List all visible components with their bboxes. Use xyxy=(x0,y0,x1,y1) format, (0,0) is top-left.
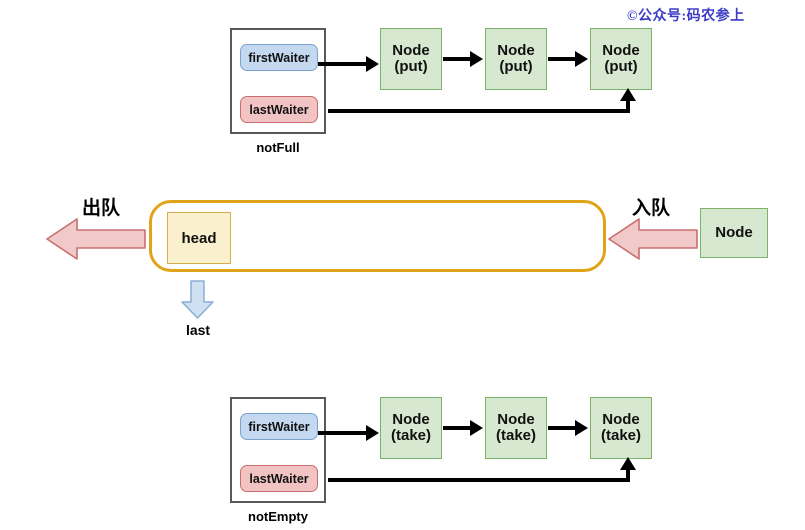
take-node-3-line2: (take) xyxy=(600,427,641,444)
take-node-2-line2: (take) xyxy=(495,427,536,444)
not-empty-last-waiter-vertical-line xyxy=(626,469,630,482)
last-pointer-arrow-icon xyxy=(181,280,214,319)
head-label: head xyxy=(181,229,217,247)
not-empty-first-waiter-label: firstWaiter xyxy=(248,419,310,434)
not-full-container-label: notFull xyxy=(256,140,300,155)
not-empty-container-label: notEmpty xyxy=(248,509,308,524)
not-empty-last-waiter-arrowhead-icon xyxy=(620,457,636,470)
incoming-node: Node xyxy=(700,208,768,258)
take-node-1-to-2-line xyxy=(443,426,472,430)
put-node-2: Node (put) xyxy=(485,28,547,90)
put-node-2-line2: (put) xyxy=(499,58,533,75)
put-node-3: Node (put) xyxy=(590,28,652,90)
enqueue-label: 入队 xyxy=(632,198,671,219)
not-empty-last-waiter-chip[interactable]: lastWaiter xyxy=(240,465,318,492)
not-empty-container: firstWaiter lastWaiter xyxy=(230,397,326,503)
take-node-3-line1: Node xyxy=(602,410,640,428)
not-full-first-waiter-chip[interactable]: firstWaiter xyxy=(240,44,318,71)
not-full-first-waiter-arrowhead-icon xyxy=(366,56,379,72)
not-full-last-waiter-label: lastWaiter xyxy=(249,102,309,117)
watermark-text: ©公众号:码农参上 xyxy=(627,9,745,24)
take-node-2-to-3-line xyxy=(548,426,577,430)
put-node-1: Node (put) xyxy=(380,28,442,90)
queue-container: head xyxy=(149,200,606,272)
put-node-3-line2: (put) xyxy=(604,58,638,75)
put-node-2-line1: Node xyxy=(497,41,535,59)
not-full-last-waiter-arrowhead-icon xyxy=(620,88,636,101)
take-node-2-line1: Node xyxy=(497,410,535,428)
not-full-first-waiter-label: firstWaiter xyxy=(248,50,310,65)
enqueue-arrow-icon xyxy=(608,218,698,260)
not-empty-first-waiter-connector-line xyxy=(318,431,368,435)
take-node-1: Node (take) xyxy=(380,397,442,459)
put-node-1-line2: (put) xyxy=(394,58,428,75)
take-node-3: Node (take) xyxy=(590,397,652,459)
head-box: head xyxy=(167,212,231,264)
not-full-first-waiter-connector-line xyxy=(318,62,368,66)
not-empty-last-waiter-horizontal-line xyxy=(328,478,630,482)
put-node-1-to-2-arrowhead-icon xyxy=(470,51,483,67)
dequeue-arrow-icon xyxy=(46,218,146,260)
not-empty-first-waiter-arrowhead-icon xyxy=(366,425,379,441)
take-node-2: Node (take) xyxy=(485,397,547,459)
put-node-2-to-3-line xyxy=(548,57,577,61)
put-node-1-line1: Node xyxy=(392,41,430,59)
not-full-last-waiter-horizontal-line xyxy=(328,109,630,113)
not-empty-first-waiter-chip[interactable]: firstWaiter xyxy=(240,413,318,440)
not-full-last-waiter-chip[interactable]: lastWaiter xyxy=(240,96,318,123)
put-node-2-to-3-arrowhead-icon xyxy=(575,51,588,67)
put-node-3-line1: Node xyxy=(602,41,640,59)
take-node-2-to-3-arrowhead-icon xyxy=(575,420,588,436)
incoming-node-label: Node xyxy=(715,223,753,241)
last-label: last xyxy=(185,322,211,338)
take-node-1-to-2-arrowhead-icon xyxy=(470,420,483,436)
dequeue-label: 出队 xyxy=(82,198,121,219)
take-node-1-line1: Node xyxy=(392,410,430,428)
take-node-1-line2: (take) xyxy=(390,427,431,444)
not-full-last-waiter-vertical-line xyxy=(626,100,630,113)
not-full-container: firstWaiter lastWaiter xyxy=(230,28,326,134)
not-empty-last-waiter-label: lastWaiter xyxy=(249,471,309,486)
put-node-1-to-2-line xyxy=(443,57,472,61)
